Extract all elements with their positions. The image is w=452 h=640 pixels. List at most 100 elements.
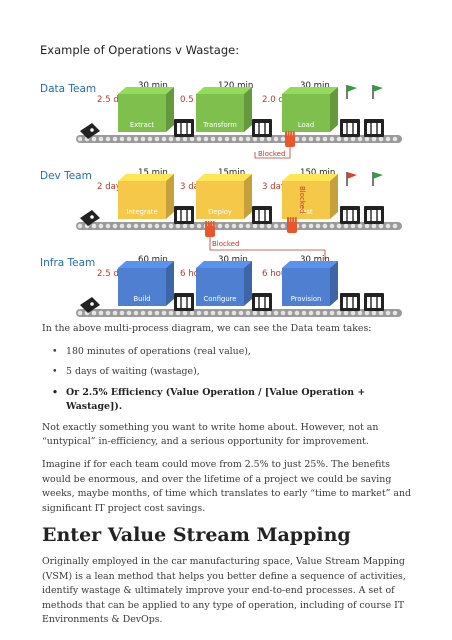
process-block-top bbox=[118, 174, 174, 181]
crate-icon-front bbox=[255, 123, 269, 134]
process-block-side bbox=[244, 261, 252, 306]
conveyor-roller bbox=[259, 136, 265, 142]
process-block-side bbox=[244, 174, 252, 219]
conveyor-roller bbox=[364, 223, 370, 229]
conveyor-roller bbox=[392, 223, 398, 229]
process-block bbox=[196, 94, 244, 132]
team-label: Infra Team bbox=[40, 257, 95, 269]
conveyor-roller bbox=[161, 310, 167, 316]
conveyor-roller bbox=[175, 136, 181, 142]
conveyor-roller bbox=[245, 136, 251, 142]
stage-label: Integrate bbox=[126, 208, 157, 216]
conveyor-roller bbox=[315, 136, 321, 142]
conveyor-roller bbox=[336, 136, 342, 142]
conveyor-roller bbox=[126, 223, 132, 229]
conveyor-roller bbox=[392, 136, 398, 142]
process-block bbox=[196, 181, 244, 219]
duration-label: 30 min bbox=[300, 81, 330, 91]
ticket-icon-hole bbox=[90, 302, 94, 306]
duration-label: 120 min bbox=[218, 81, 253, 91]
conveyor-roller bbox=[343, 310, 349, 316]
conveyor-roller bbox=[147, 310, 153, 316]
conveyor-roller bbox=[140, 310, 146, 316]
conveyor-roller bbox=[371, 136, 377, 142]
stop-hand-finger bbox=[292, 131, 295, 138]
conveyor-roller bbox=[196, 310, 202, 316]
blocked-label: Blocked bbox=[212, 240, 239, 248]
crate-icon-front bbox=[343, 297, 357, 308]
conveyor-roller bbox=[91, 223, 97, 229]
stage-label: Configure bbox=[204, 295, 237, 303]
stage-label: Provision bbox=[291, 295, 322, 303]
conveyor-roller bbox=[350, 136, 356, 142]
conveyor-roller bbox=[147, 136, 153, 142]
conveyor-roller bbox=[322, 136, 328, 142]
diagram-title: Example of Operations v Wastage: bbox=[40, 43, 239, 57]
conveyor-roller bbox=[238, 310, 244, 316]
conveyor-roller bbox=[350, 310, 356, 316]
blocked-connector bbox=[254, 142, 291, 159]
conveyor-roller bbox=[175, 310, 181, 316]
crate-icon-front bbox=[177, 297, 191, 308]
conveyor-roller bbox=[280, 223, 286, 229]
stop-hand-finger bbox=[289, 217, 292, 224]
conveyor-roller bbox=[182, 223, 188, 229]
conveyor-roller bbox=[392, 310, 398, 316]
conveyor-roller bbox=[343, 223, 349, 229]
process-block-top bbox=[196, 174, 252, 181]
conveyor-roller bbox=[112, 223, 118, 229]
bullet-text: 180 minutes of operations (real value), bbox=[66, 345, 251, 357]
conveyor-roller bbox=[301, 136, 307, 142]
conveyor-roller bbox=[231, 223, 237, 229]
conveyor-roller bbox=[245, 223, 251, 229]
conveyor-roller bbox=[238, 223, 244, 229]
conveyor-roller bbox=[245, 310, 251, 316]
conveyor-roller bbox=[133, 223, 139, 229]
conveyor-roller bbox=[378, 310, 384, 316]
duration-label: 60 min bbox=[138, 255, 168, 265]
conveyor-roller bbox=[77, 223, 83, 229]
crate-icon-front bbox=[177, 210, 191, 221]
conveyor-roller bbox=[378, 223, 384, 229]
ticket-icon bbox=[80, 123, 100, 139]
conveyor-roller bbox=[266, 136, 272, 142]
section-heading: Enter Value Stream Mapping bbox=[42, 524, 351, 547]
conveyor-roller bbox=[210, 310, 216, 316]
flag-icon bbox=[347, 85, 357, 92]
ticket-icon-hole bbox=[90, 128, 94, 132]
blocked-connector bbox=[209, 232, 326, 260]
conveyor-roller bbox=[189, 136, 195, 142]
conveyor-roller bbox=[105, 310, 111, 316]
wait-time-label: 2.5 day bbox=[97, 95, 129, 105]
crate-icon-front bbox=[343, 210, 357, 221]
stop-hand-finger bbox=[212, 221, 215, 228]
conveyor-roller bbox=[301, 223, 307, 229]
stop-hand-finger bbox=[290, 131, 293, 138]
bullet-text: 5 days of waiting (wastage), bbox=[66, 366, 200, 378]
flag-icon bbox=[373, 85, 383, 92]
process-block-top bbox=[282, 261, 338, 268]
conveyor-roller bbox=[231, 136, 237, 142]
process-block bbox=[118, 94, 166, 132]
conveyor-roller bbox=[308, 223, 314, 229]
stage-label: Deploy bbox=[208, 208, 232, 216]
crate-icon-front bbox=[367, 297, 381, 308]
bullet-text: Or 2.5% Efficiency (Value Operation / [V… bbox=[66, 386, 366, 413]
conveyor-roller bbox=[189, 223, 195, 229]
process-block-top bbox=[282, 87, 338, 94]
conveyor-roller bbox=[371, 310, 377, 316]
process-block bbox=[282, 268, 330, 306]
process-block-side bbox=[330, 174, 338, 219]
conveyor-roller bbox=[154, 136, 160, 142]
process-block bbox=[282, 94, 330, 132]
conveyor-roller bbox=[343, 136, 349, 142]
conveyor-roller bbox=[105, 136, 111, 142]
conveyor-roller bbox=[329, 310, 335, 316]
conveyor-roller bbox=[182, 136, 188, 142]
conveyor-roller bbox=[329, 223, 335, 229]
team-label: Data Team bbox=[40, 83, 96, 95]
conveyor-roller bbox=[224, 136, 230, 142]
conveyor-roller bbox=[112, 310, 118, 316]
conveyor-roller bbox=[203, 136, 209, 142]
process-block-side bbox=[166, 174, 174, 219]
